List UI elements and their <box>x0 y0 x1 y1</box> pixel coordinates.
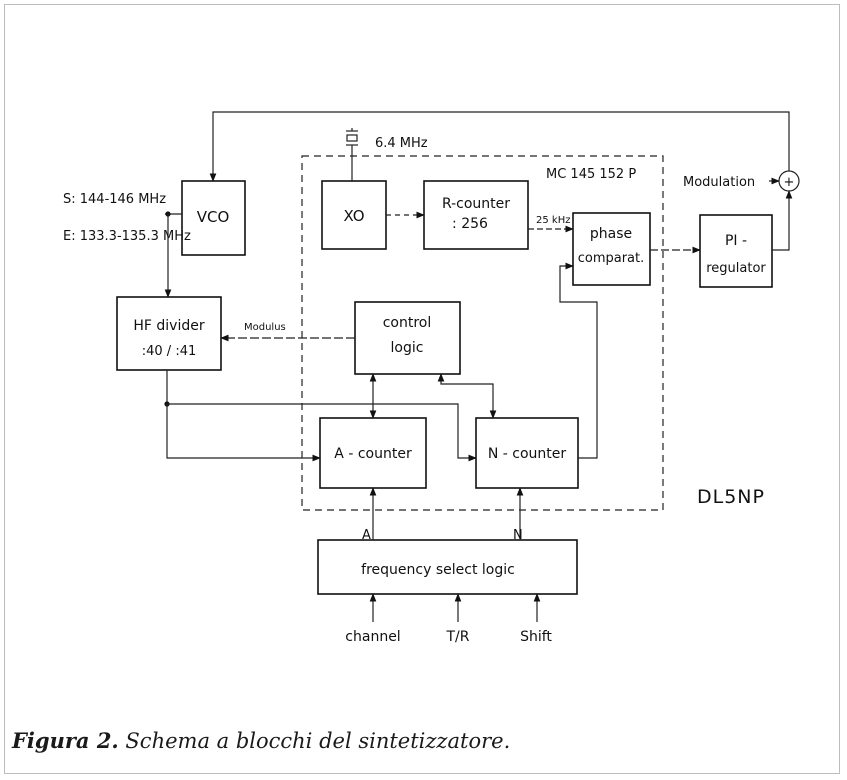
chip-label: MC 145 152 P <box>546 167 636 182</box>
logic-label: logic <box>391 340 424 356</box>
hf-divider-label: HF divider <box>133 318 204 334</box>
frequency-select-block <box>317 539 578 595</box>
caption-text: Schema a blocchi del sintetizzatore. <box>118 729 511 753</box>
pi-regulator-block <box>699 214 773 288</box>
a-counter-label: A - counter <box>334 446 412 462</box>
summer-sign: + <box>784 175 795 190</box>
n-counter-block <box>475 417 579 489</box>
input-channel: channel <box>345 629 400 645</box>
crystal-icon <box>346 128 358 181</box>
phase-label: phase <box>590 226 632 242</box>
modulation-label: Modulation <box>683 175 755 190</box>
send-frequency: S: 144-146 MHz <box>63 192 166 207</box>
r-counter-block <box>423 180 529 250</box>
r-counter-ratio: : 256 <box>452 216 488 232</box>
figure-frame <box>4 4 840 774</box>
receive-frequency: E: 133.3-135.3 MHz <box>63 229 191 244</box>
comparator-label: comparat. <box>578 251 645 266</box>
input-tr: T/R <box>446 629 470 645</box>
xo-label: XO <box>343 207 364 225</box>
regulator-label: regulator <box>706 261 766 276</box>
caption-prefix: Figura 2. <box>12 728 119 753</box>
control-logic-block <box>354 301 461 375</box>
port-n-label: N <box>513 528 523 543</box>
r-counter-label: R-counter <box>442 196 510 212</box>
input-shift: Shift <box>520 629 552 645</box>
n-counter-label: N - counter <box>488 446 567 462</box>
crystal-frequency: 6.4 MHz <box>375 136 428 151</box>
frequency-select-label: frequency select logic <box>361 562 515 578</box>
vco-block <box>181 180 246 256</box>
port-a-label: A <box>362 528 371 543</box>
modulus-label: Modulus <box>244 322 286 333</box>
pi-label: PI - <box>725 233 747 249</box>
xo-block <box>321 180 387 250</box>
phase-comparator-block <box>572 212 651 286</box>
reference-frequency: 25 kHz <box>536 215 570 226</box>
vco-label: VCO <box>197 208 230 226</box>
figure-caption: Figura 2. Schema a blocchi del sintetizz… <box>12 728 510 753</box>
ic-boundary <box>301 155 664 511</box>
control-label: control <box>383 315 432 331</box>
author-label: DL5NP <box>697 486 765 508</box>
signal-lines <box>164 111 793 622</box>
hf-divider-ratio: :40 / :41 <box>142 344 197 359</box>
